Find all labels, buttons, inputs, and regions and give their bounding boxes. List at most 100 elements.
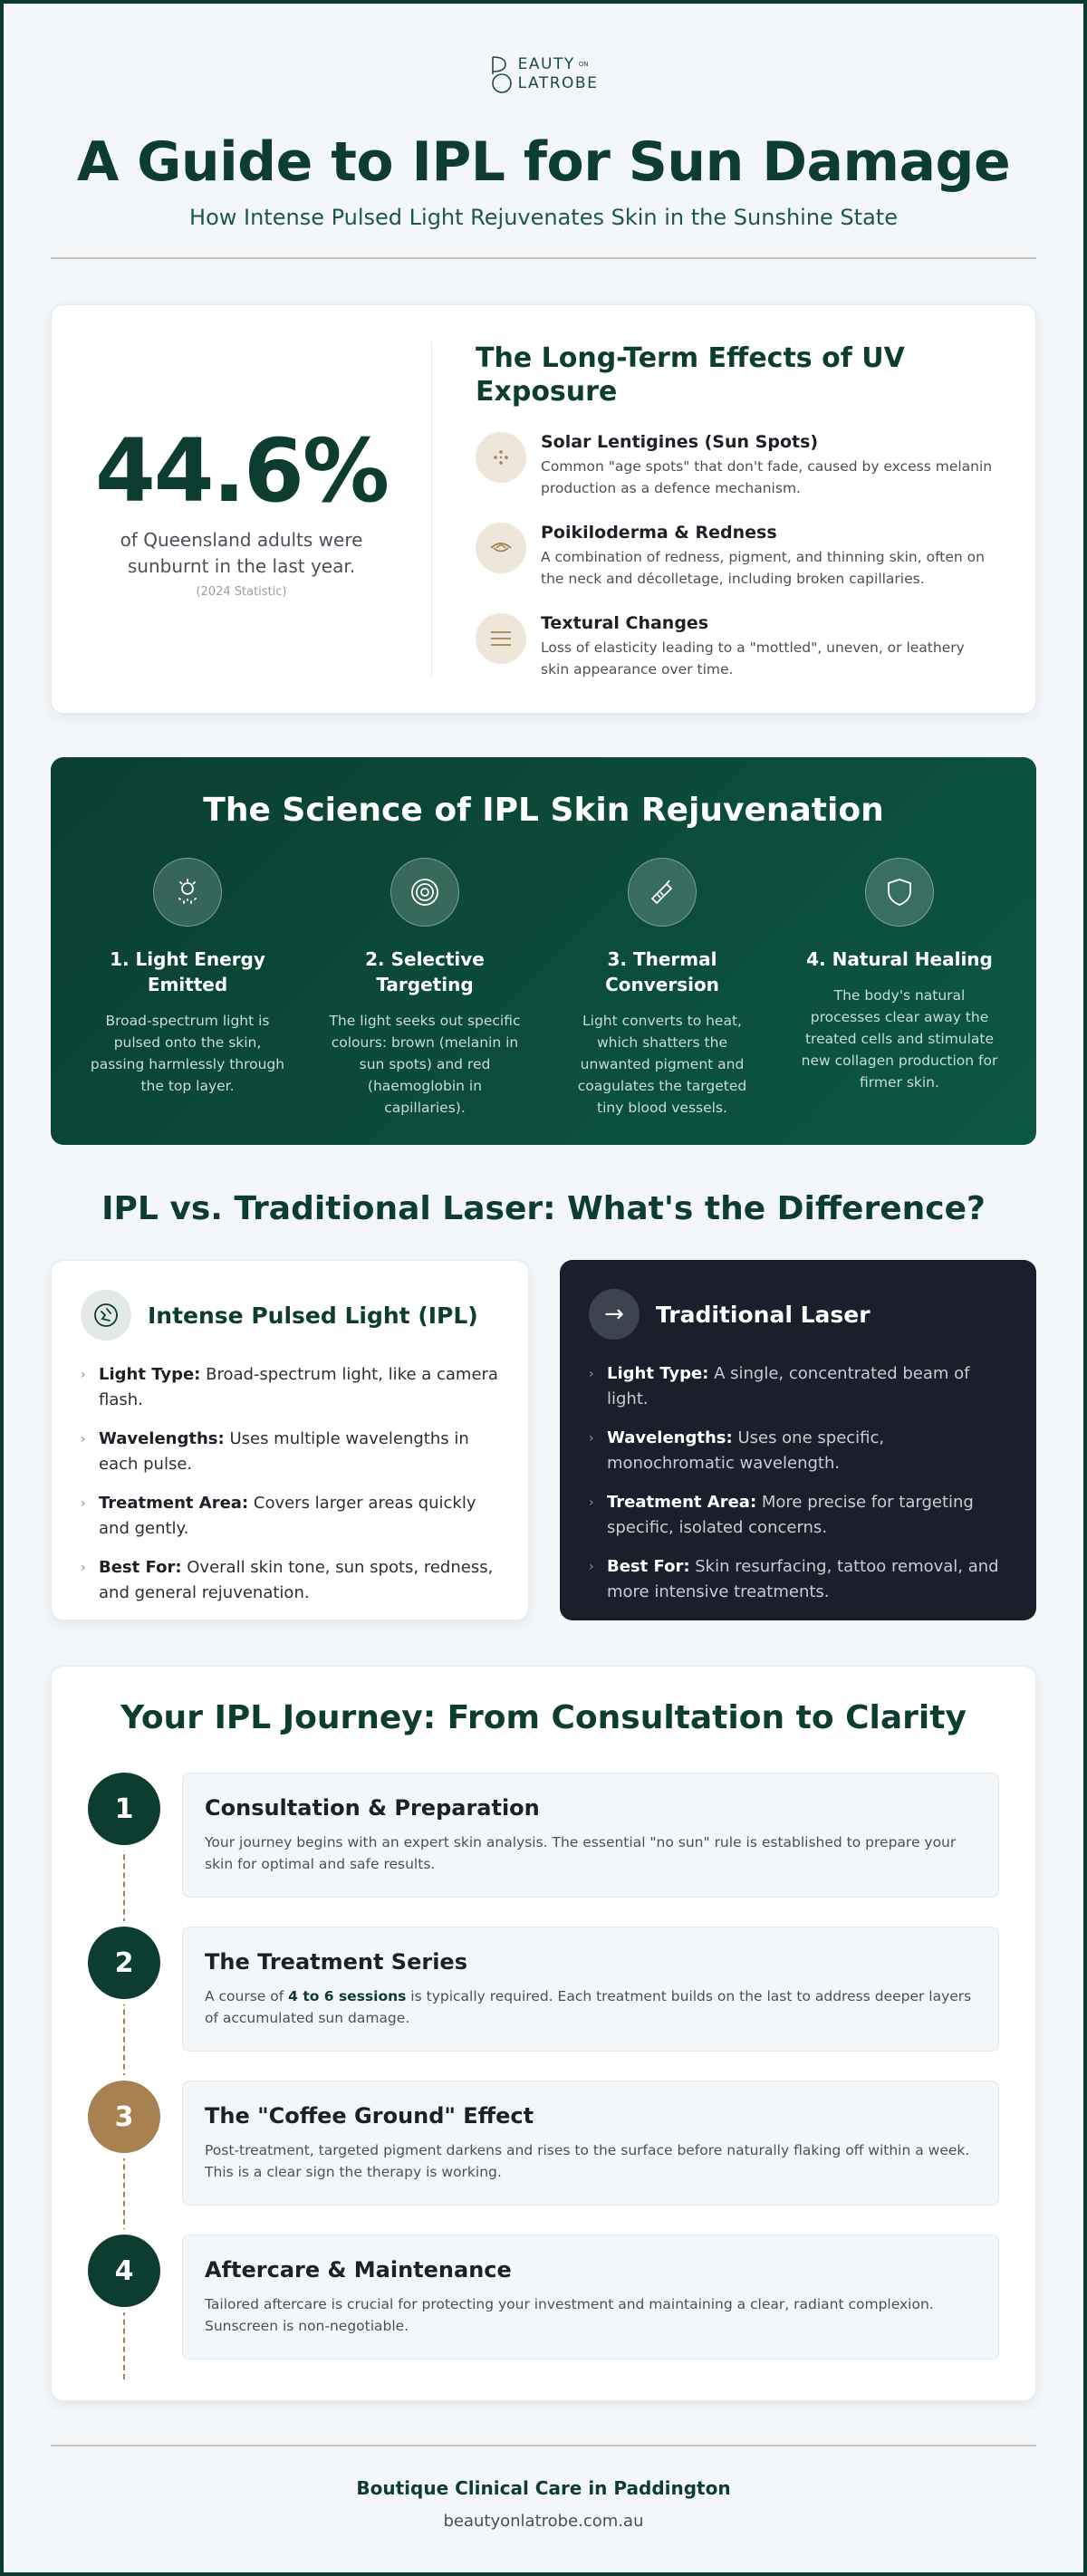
science-step-heading: 3. Thermal Conversion [605, 948, 719, 995]
chevron-right-icon: › [81, 1496, 86, 1511]
ipl-feature: ›Treatment Area: Covers larger areas qui… [81, 1491, 499, 1542]
statistic-description: of Queensland adults were sunburnt in th… [120, 528, 363, 577]
logo-row-top: EAUTY ON LATROBE [489, 54, 599, 94]
science-step-text: Light converts to heat, which shatters t… [577, 1013, 747, 1116]
comparison-title: IPL vs. Traditional Laser: What's the Di… [101, 1190, 986, 1227]
uv-effects-title: The Long-Term Effects of UV Exposure [476, 342, 905, 408]
journey-step: 3 The "Coffee Ground" Effect Post-treatm… [88, 2081, 999, 2206]
thermal-icon [628, 858, 697, 927]
ipl-flash-icon [81, 1290, 131, 1341]
laser-feature: ›Best For: Skin resurfacing, tattoo remo… [589, 1554, 1007, 1605]
journey-step-box: The Treatment Series A course of 4 to 6 … [182, 1927, 999, 2052]
session-count: 4 to 6 sessions [288, 1988, 407, 2004]
statistic-note: (2024 Statistic) [196, 584, 287, 599]
uv-effect-text: Common "age spots" that don't fade, caus… [541, 458, 993, 496]
laser-feature-list: ›Light Type: A single, concentrated beam… [589, 1361, 1007, 1605]
laser-card: → Traditional Laser ›Light Type: A singl… [560, 1260, 1036, 1620]
logo-word-on: ON [578, 61, 589, 68]
science-step-text: Broad-spectrum light is pulsed onto the … [90, 1013, 285, 1094]
science-section: The Science of IPL Skin Rejuvenation 1. … [51, 757, 1036, 1145]
journey-step-text: A course of 4 to 6 sessions is typically… [205, 1988, 972, 2026]
science-step: 3. Thermal Conversion Light converts to … [544, 858, 781, 1119]
ipl-card: Intense Pulsed Light (IPL) ›Light Type: … [51, 1260, 529, 1620]
logo-word-latrobe: LATROBE [517, 74, 599, 92]
footer-website-link[interactable]: beautyonlatrobe.com.au [443, 2512, 644, 2531]
chevron-right-icon: › [589, 1560, 594, 1574]
step-number-badge: 2 [88, 1927, 160, 1999]
uv-effect-text: A combination of redness, pigment, and t… [541, 549, 985, 587]
science-step: 1. Light Energy Emitted Broad-spectrum l… [69, 858, 306, 1119]
journey-step-box: Aftercare & Maintenance Tailored afterca… [182, 2235, 999, 2360]
arrow-right-icon: → [589, 1289, 640, 1340]
page-subtitle: How Intense Pulsed Light Rejuvenates Ski… [189, 205, 898, 230]
laser-heading: Traditional Laser [656, 1301, 871, 1328]
science-step-heading: 1. Light Energy Emitted [110, 948, 265, 995]
uv-effects-panel: The Long-Term Effects of UV Exposure Sol… [432, 341, 1035, 680]
brand-logo[interactable]: EAUTY ON LATROBE [489, 54, 599, 94]
statistic-panel: 44.6% of Queensland adults were sunburnt… [52, 341, 432, 677]
footer-divider [51, 2445, 1036, 2446]
journey-step-heading: The "Coffee Ground" Effect [205, 2103, 534, 2129]
chevron-right-icon: › [589, 1495, 594, 1510]
comparison-row: Intense Pulsed Light (IPL) ›Light Type: … [51, 1260, 1036, 1620]
uv-effect-heading: Solar Lentigines (Sun Spots) [541, 432, 819, 452]
journey-step: 1 Consultation & Preparation Your journe… [88, 1773, 999, 1898]
science-step-heading: 2. Selective Targeting [365, 948, 485, 995]
chevron-right-icon: › [589, 1431, 594, 1446]
journey-step-text: Post-treatment, targeted pigment darkens… [205, 2142, 970, 2180]
journey-step-heading: Aftercare & Maintenance [205, 2257, 512, 2283]
journey-section: Your IPL Journey: From Consultation to C… [51, 1666, 1036, 2401]
uv-effect-heading: Textural Changes [541, 613, 709, 633]
laser-feature: ›Light Type: A single, concentrated beam… [589, 1361, 1007, 1412]
journey-step: 4 Aftercare & Maintenance Tailored after… [88, 2235, 999, 2360]
journey-step-box: The "Coffee Ground" Effect Post-treatmen… [182, 2081, 999, 2206]
journey-step-heading: Consultation & Preparation [205, 1795, 540, 1821]
science-step-text: The light seeks out specific colours: br… [329, 1013, 521, 1116]
science-step-heading: 4. Natural Healing [806, 948, 993, 970]
science-steps: 1. Light Energy Emitted Broad-spectrum l… [51, 858, 1036, 1119]
dots-icon [476, 432, 526, 483]
uv-effect-text: Loss of elasticity leading to a "mottled… [541, 639, 965, 678]
light-burst-icon [153, 858, 222, 927]
journey-timeline: 1 Consultation & Preparation Your journe… [88, 1773, 999, 2379]
step-number-badge: 1 [88, 1773, 160, 1845]
ipl-heading: Intense Pulsed Light (IPL) [148, 1302, 478, 1329]
science-step-text: The body's natural processes clear away … [801, 987, 998, 1091]
science-step: 4. Natural Healing The body's natural pr… [781, 858, 1018, 1119]
sunburn-statistic: 44.6% [94, 419, 390, 522]
journey-step: 2 The Treatment Series A course of 4 to … [88, 1927, 999, 2052]
logo-word-beauty: EAUTY [517, 55, 575, 73]
chevron-right-icon: › [81, 1561, 86, 1575]
step-number-badge: 3 [88, 2081, 160, 2153]
uv-effect-item: Poikiloderma & Redness A combination of … [476, 523, 996, 590]
journey-title: Your IPL Journey: From Consultation to C… [120, 1699, 967, 1736]
eye-icon [476, 523, 526, 573]
science-title: The Science of IPL Skin Rejuvenation [203, 792, 884, 829]
ipl-feature-list: ›Light Type: Broad-spectrum light, like … [81, 1362, 499, 1606]
logo-b-icon [491, 56, 512, 93]
ipl-feature: ›Light Type: Broad-spectrum light, like … [81, 1362, 499, 1413]
journey-step-box: Consultation & Preparation Your journey … [182, 1773, 999, 1898]
uv-effect-item: Solar Lentigines (Sun Spots) Common "age… [476, 432, 996, 499]
journey-step-heading: The Treatment Series [205, 1949, 467, 1975]
laser-feature: ›Wavelengths: Uses one specific, monochr… [589, 1426, 1007, 1476]
step-number-badge: 4 [88, 2235, 160, 2307]
ipl-feature: ›Wavelengths: Uses multiple wavelengths … [81, 1427, 499, 1477]
uv-effect-heading: Poikiloderma & Redness [541, 523, 777, 543]
header: EAUTY ON LATROBE A Guide to IPL for Sun … [51, 4, 1036, 259]
chevron-right-icon: › [81, 1432, 86, 1447]
journey-step-text: Your journey begins with an expert skin … [205, 1834, 957, 1872]
lines-icon [476, 613, 526, 664]
target-icon [390, 858, 459, 927]
laser-feature: ›Treatment Area: More precise for target… [589, 1490, 1007, 1541]
footer-tagline: Boutique Clinical Care in Paddington [356, 2477, 731, 2499]
chevron-right-icon: › [589, 1367, 594, 1381]
uv-effect-item: Textural Changes Loss of elasticity lead… [476, 613, 996, 680]
journey-step-text: Tailored aftercare is crucial for protec… [205, 2296, 934, 2334]
science-step: 2. Selective Targeting The light seeks o… [306, 858, 544, 1119]
ipl-feature: ›Best For: Overall skin tone, sun spots,… [81, 1555, 499, 1606]
uv-effects-card: 44.6% of Queensland adults were sunburnt… [51, 304, 1036, 714]
chevron-right-icon: › [81, 1368, 86, 1382]
shield-icon [865, 858, 934, 927]
